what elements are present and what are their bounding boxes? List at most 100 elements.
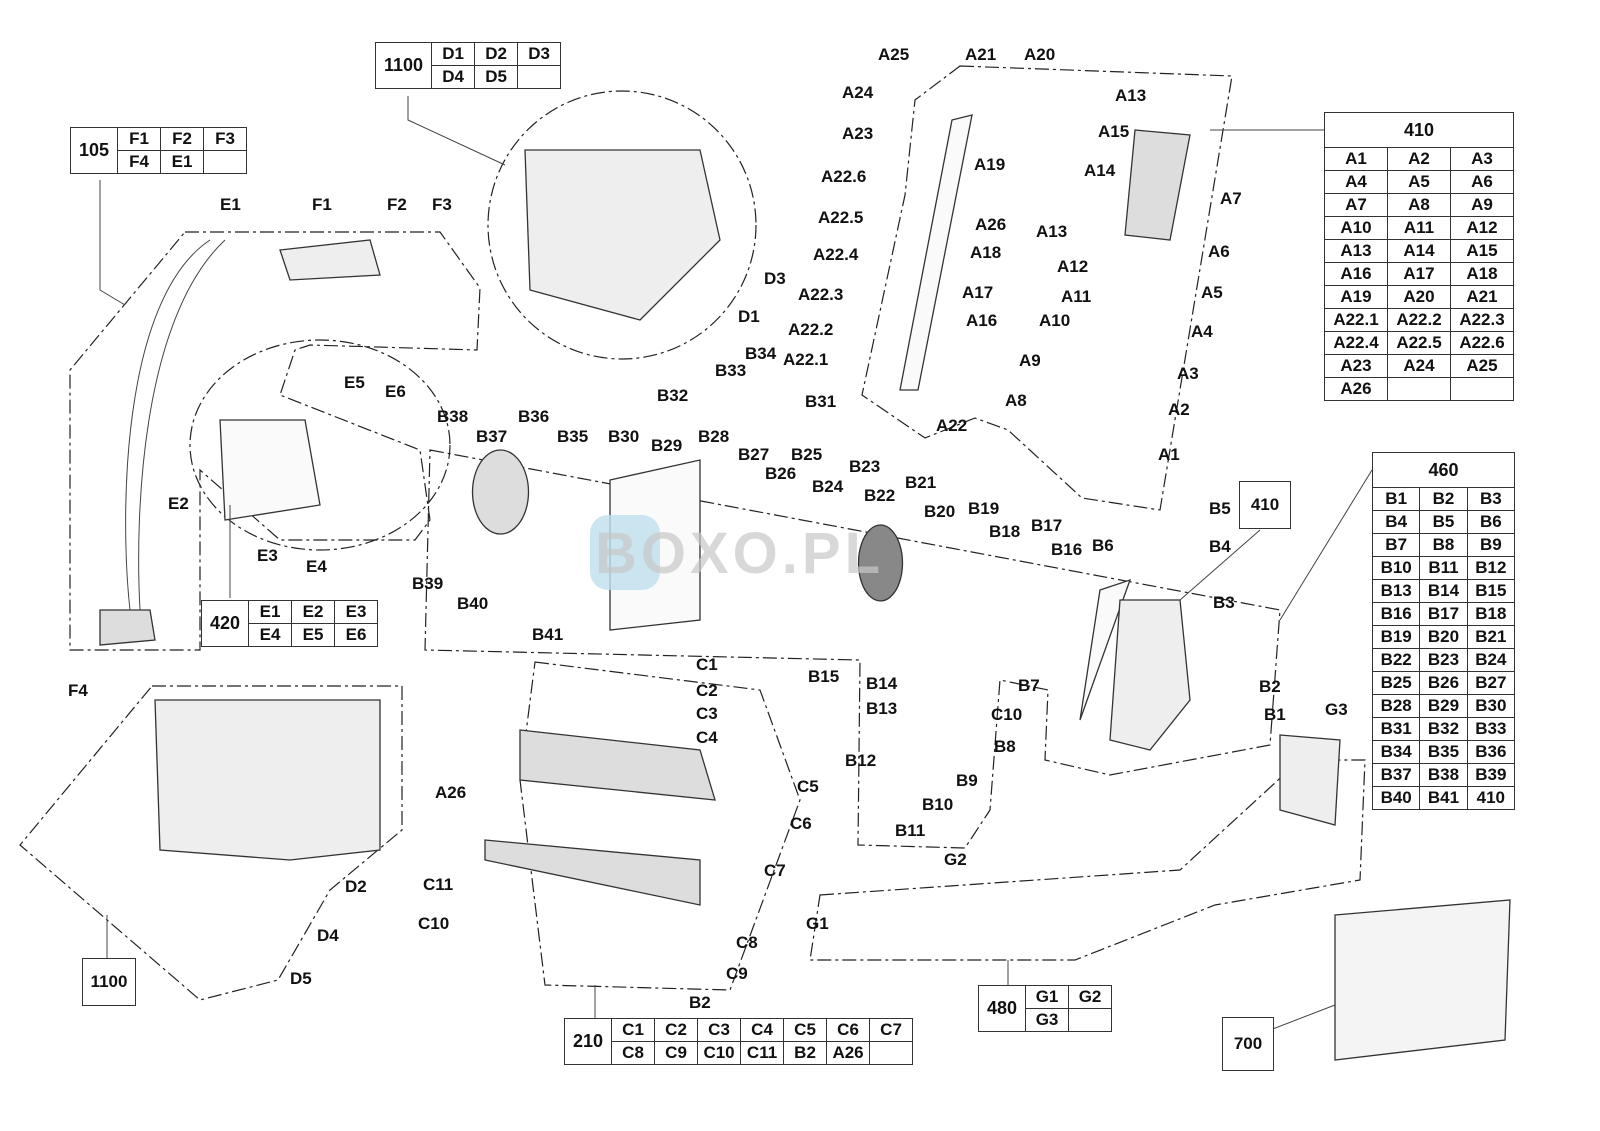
part-label: A22.4 xyxy=(813,245,859,264)
gear-b22 xyxy=(857,524,904,602)
part-label: B33 xyxy=(715,361,747,380)
part-label: B22 xyxy=(864,486,896,505)
table-cell: B10 xyxy=(1371,556,1421,580)
table-cell: A11 xyxy=(1387,216,1451,240)
table-cell: B39 xyxy=(1466,763,1516,787)
table-cell: D3 xyxy=(517,42,562,66)
table-cell: F3 xyxy=(203,127,248,151)
table-cell: B29 xyxy=(1419,694,1468,718)
part-label: B30 xyxy=(608,427,640,446)
part-label: A23 xyxy=(842,124,874,143)
part-label: E3 xyxy=(257,546,278,565)
part-label: C8 xyxy=(736,933,758,952)
part-label: B29 xyxy=(651,436,683,455)
table-cell: B8 xyxy=(1419,533,1468,557)
part-label: B1 xyxy=(1264,705,1286,724)
part-label: B2 xyxy=(1259,677,1281,696)
table-cell: B21 xyxy=(1466,625,1516,649)
table-group-id: 460 xyxy=(1372,452,1515,488)
table-cell: A3 xyxy=(1450,147,1514,171)
table-cell: A15 xyxy=(1450,239,1514,263)
part-label: A7 xyxy=(1220,189,1242,208)
part-label: A18 xyxy=(970,243,1002,262)
part-label: C10 xyxy=(991,705,1023,724)
table-cell: A8 xyxy=(1387,193,1451,217)
part-label: B35 xyxy=(557,427,589,446)
table-cell: A17 xyxy=(1387,262,1451,286)
part-label: E4 xyxy=(306,557,327,576)
table-cell: B40 xyxy=(1371,786,1421,810)
part-label: B19 xyxy=(968,499,1000,518)
table-cell: B20 xyxy=(1419,625,1468,649)
part-label: A6 xyxy=(1208,242,1230,261)
part-label: B9 xyxy=(956,771,978,790)
table-cell: B24 xyxy=(1466,648,1516,672)
table-cell: C3 xyxy=(697,1018,742,1042)
table-group-id: 105 xyxy=(69,127,119,174)
table-cell: D2 xyxy=(474,42,519,66)
table-cell xyxy=(517,65,562,89)
part-label: D2 xyxy=(345,877,367,896)
part-label: B2 xyxy=(689,993,711,1012)
table-group-id: 420 xyxy=(200,600,250,647)
ref-box-410: 410 xyxy=(1239,481,1291,529)
part-label: B17 xyxy=(1031,516,1063,535)
part-label: B6 xyxy=(1092,536,1114,555)
part-label: G1 xyxy=(806,914,829,933)
part-label: B39 xyxy=(412,574,444,593)
watermark-logo-icon xyxy=(590,515,660,590)
table-cell: B32 xyxy=(1419,717,1468,741)
d-housing-detail-circle xyxy=(487,90,757,360)
switch-f1 xyxy=(279,239,381,281)
table-cell: D5 xyxy=(474,65,519,89)
part-label: B5 xyxy=(1209,499,1231,518)
part-label: D5 xyxy=(290,969,312,988)
table-cell: E5 xyxy=(291,623,336,647)
table-cell: C2 xyxy=(654,1018,699,1042)
part-label: A9 xyxy=(1019,351,1041,370)
part-label: A22.1 xyxy=(783,350,829,369)
part-label: B25 xyxy=(791,445,823,464)
table-cell: B27 xyxy=(1466,671,1516,695)
part-label: A25 xyxy=(878,45,910,64)
table-cell: B33 xyxy=(1466,717,1516,741)
table-cell: G2 xyxy=(1068,985,1113,1009)
table-cell: A22.3 xyxy=(1450,308,1514,332)
part-label: A3 xyxy=(1177,364,1199,383)
table-cell: G3 xyxy=(1025,1008,1070,1032)
part-label: A14 xyxy=(1084,161,1116,180)
part-label: D3 xyxy=(764,269,786,288)
part-label: A17 xyxy=(962,283,994,302)
table-cell: A24 xyxy=(1387,354,1451,378)
table-cell: B37 xyxy=(1371,763,1421,787)
table-cell: A5 xyxy=(1387,170,1451,194)
part-label: B15 xyxy=(808,667,840,686)
part-label: A13 xyxy=(1115,86,1147,105)
table-cell: B36 xyxy=(1466,740,1516,764)
table-cell: A18 xyxy=(1450,262,1514,286)
part-label: B14 xyxy=(866,674,898,693)
group-boundary-1100-lower xyxy=(19,685,403,1001)
table-cell: F1 xyxy=(117,127,162,151)
motor-e3 xyxy=(219,419,321,521)
base-g1 xyxy=(484,839,701,906)
table-cell: A7 xyxy=(1324,193,1388,217)
part-label: B23 xyxy=(849,457,881,476)
part-label: F4 xyxy=(68,681,88,700)
table-cell: B13 xyxy=(1371,579,1421,603)
table-cell: C4 xyxy=(740,1018,785,1042)
group-boundary-410 xyxy=(861,65,1233,511)
part-label: B36 xyxy=(518,407,550,426)
spindle-a22 xyxy=(899,114,973,391)
table-cell: A4 xyxy=(1324,170,1388,194)
table-cell: A16 xyxy=(1324,262,1388,286)
table-cell: B9 xyxy=(1466,533,1516,557)
part-label: A13 xyxy=(1036,222,1068,241)
table-cell: A22.2 xyxy=(1387,308,1451,332)
part-label: A22.5 xyxy=(818,208,864,227)
table-cell: A6 xyxy=(1450,170,1514,194)
part-label: A11 xyxy=(1061,287,1092,306)
